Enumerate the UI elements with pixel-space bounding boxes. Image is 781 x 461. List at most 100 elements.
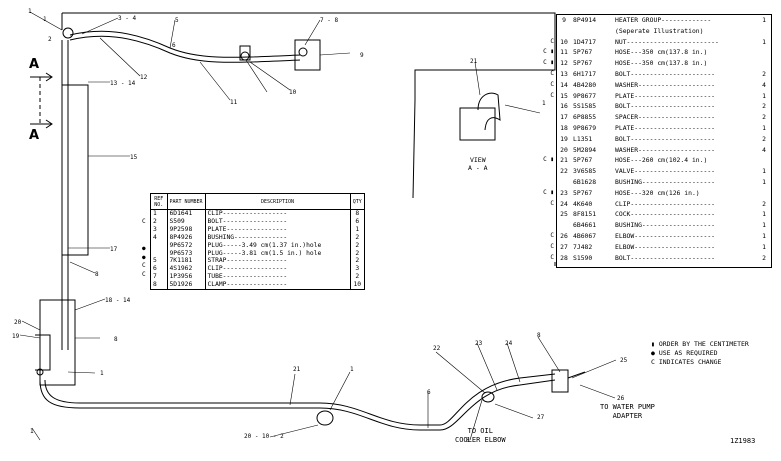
oil-label-line2: COOLER ELBOW (455, 436, 506, 444)
cell-part: 1D4717 (573, 37, 597, 46)
cell-part: S509 (167, 217, 206, 226)
cell-desc: HOSE---350 cm(137.8 in.) (615, 59, 708, 68)
callout-23: 23 (475, 340, 483, 347)
bracket-bottom (35, 334, 51, 371)
cell-desc: STRAP---------------- (205, 257, 351, 266)
cell-desc: NUT------------------------ (615, 37, 719, 46)
cell-ref: 10 (560, 37, 568, 46)
cell-ref: 2 (151, 217, 168, 226)
change-mark: C (550, 242, 554, 250)
hose-21 (39, 379, 556, 431)
cell-qty: 2 (762, 70, 766, 78)
change-mark: C (142, 271, 146, 279)
change-mark: C (550, 91, 554, 99)
hose-12 (69, 35, 301, 63)
callout-21-view: 21 (470, 58, 478, 65)
legend-use-as-required: ● USE AS REQUIRED (651, 349, 718, 357)
cell-part: 9P8677 (573, 91, 597, 100)
callout-8-right: 8 (537, 332, 541, 339)
cell-part: 4B6067 (573, 232, 597, 240)
cell-ref (151, 241, 168, 250)
cell-desc: VALVE--------------------- (615, 167, 716, 176)
cell-ref: 21 (560, 156, 568, 165)
callout-6: 6 (172, 42, 176, 49)
cell-part: 1P3956 (167, 273, 206, 282)
change-mark: C (142, 217, 146, 225)
cell-part: 5P767 (573, 188, 593, 197)
table-row: (Seperate Illustration) (557, 27, 771, 36)
cell-ref: 24 (560, 199, 568, 208)
cell-ref: 27 (560, 242, 568, 251)
cell-qty: 1 (762, 167, 766, 176)
cell-qty: 2 (355, 241, 360, 249)
cell-part: 4K640 (573, 199, 593, 208)
cell-part: 9P8679 (573, 124, 597, 132)
header-qty: QTY (350, 194, 364, 210)
section-arrow-top (30, 72, 53, 82)
section-mark-a-bottom: A (29, 128, 40, 143)
cell-desc: ELBOW--------------------- (615, 232, 716, 240)
header-ref-no: REF NO. (151, 194, 168, 210)
cell-qty: 2 (762, 134, 766, 143)
plate-15 (62, 84, 89, 256)
callout-21: 21 (293, 366, 301, 373)
fitting-26 (567, 371, 586, 379)
cell-qty: 4 (762, 145, 766, 154)
callout-1-view: 1 (542, 100, 546, 107)
cell-qty: 2 (355, 249, 360, 257)
callout-1-lower: 1 (350, 366, 354, 373)
cell-desc: SPACER-------------------- (615, 113, 716, 122)
cell-ref: 3 (151, 225, 168, 234)
change-mark: C (142, 262, 146, 270)
callout-19: 19 (12, 333, 20, 340)
callout-25: 25 (620, 357, 628, 364)
cell-desc: BUSHING------------------- (615, 221, 716, 230)
callout-20-10-2: 20 - 10 - 2 (244, 433, 284, 440)
clip-1-top (62, 27, 74, 39)
cell-ref: 9 (562, 16, 566, 24)
cell-qty: 4 (762, 80, 766, 89)
cell-part: 6B1628 (573, 178, 597, 186)
cell-ref: 11 (560, 48, 568, 57)
water-pump-label: TO WATER PUMP ADAPTER (600, 403, 655, 421)
cell-part: 6D1641 (167, 209, 206, 218)
cell-ref: 20 (560, 145, 568, 154)
callout-24: 24 (505, 340, 513, 347)
legend: ▮ ORDER BY THE CENTIMETER ● USE AS REQUI… (651, 340, 749, 367)
cell-desc: BUSHING------------------- (615, 178, 716, 186)
callout-18-14: 18 - 14 (105, 297, 131, 304)
change-mark: C (550, 80, 554, 88)
cell-ref: 7 (151, 273, 168, 282)
callout-12: 12 (140, 74, 148, 81)
change-mark: C (550, 70, 554, 77)
cell-ref: 22 (560, 167, 568, 176)
cell-part: 9P2598 (167, 225, 206, 234)
cell-desc: BOLT---------------------- (615, 134, 716, 143)
cell-desc: PLATE---------------- (205, 225, 351, 234)
change-mark: C ▮ (543, 156, 554, 164)
change-mark: C (550, 199, 554, 207)
cell-qty: 2 (762, 102, 766, 111)
callout-1-top: 1 (43, 16, 47, 23)
cell-ref (151, 249, 168, 258)
cell-part: 9P6572 (167, 241, 206, 250)
cell-part: 6H1717 (573, 70, 597, 78)
cell-desc: HOSE---320 cm(126 in.) (615, 188, 700, 197)
cell-qty: 1 (762, 210, 766, 219)
cell-desc: WASHER-------------------- (615, 145, 716, 154)
